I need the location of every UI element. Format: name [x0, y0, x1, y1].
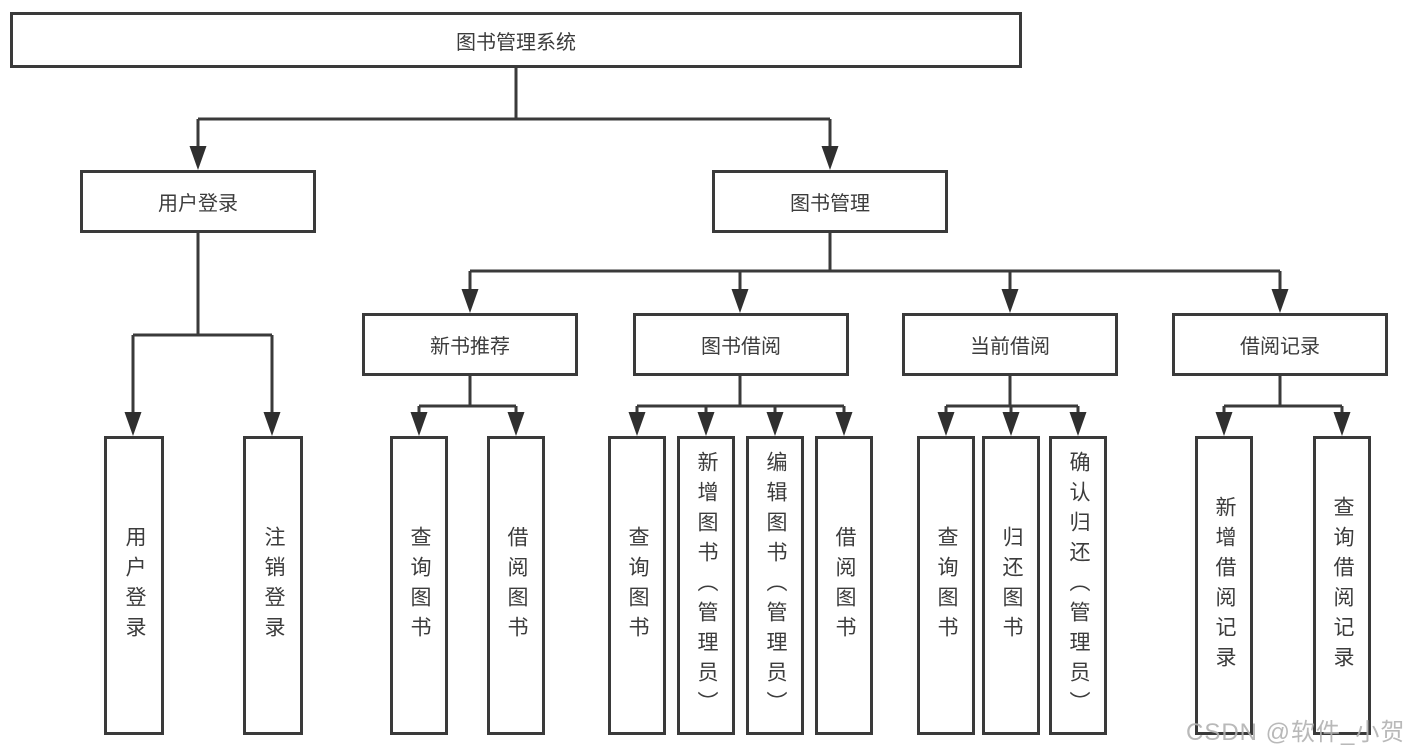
leaf-query-books-current: 查询图书: [917, 436, 975, 735]
leaf-borrow-books-recommend-label: 借阅图书: [505, 525, 529, 646]
leaf-confirm-return-admin-label: 确认归还（管理员）: [1067, 450, 1091, 721]
node-book-borrow: 图书借阅: [633, 313, 849, 376]
node-library-system: 图书管理系统: [10, 12, 1022, 68]
arrowhead-icons: [124, 146, 1351, 436]
leaf-query-books-recommend: 查询图书: [390, 436, 448, 735]
leaf-edit-book-admin: 编辑图书（管理员）: [746, 436, 804, 735]
leaf-logout: 注销登录: [243, 436, 303, 735]
leaf-confirm-return-admin: 确认归还（管理员）: [1049, 436, 1107, 735]
leaf-add-borrow-record: 新增借阅记录: [1195, 436, 1253, 735]
leaf-query-books-borrow: 查询图书: [608, 436, 666, 735]
leaf-edit-book-admin-label: 编辑图书（管理员）: [764, 450, 788, 721]
leaf-add-book-admin: 新增图书（管理员）: [677, 436, 735, 735]
node-book-management: 图书管理: [712, 170, 948, 233]
leaf-query-books-borrow-label: 查询图书: [626, 525, 650, 646]
leaf-return-books: 归还图书: [982, 436, 1040, 735]
watermark-text: CSDN @软件_小贺同学: [1186, 719, 1405, 746]
leaf-query-borrow-record: 查询借阅记录: [1313, 436, 1371, 735]
leaf-add-borrow-record-label: 新增借阅记录: [1213, 495, 1237, 676]
node-user-login: 用户登录: [80, 170, 316, 233]
leaf-return-books-label: 归还图书: [1000, 525, 1024, 646]
leaf-user-login: 用户登录: [104, 436, 164, 735]
leaf-query-books-current-label: 查询图书: [935, 525, 959, 646]
leaf-query-borrow-record-label: 查询借阅记录: [1331, 495, 1355, 676]
leaf-query-books-recommend-label: 查询图书: [408, 525, 432, 646]
leaf-borrow-books-recommend: 借阅图书: [487, 436, 545, 735]
node-new-book-recommend: 新书推荐: [362, 313, 578, 376]
leaf-add-book-admin-label: 新增图书（管理员）: [695, 450, 719, 721]
leaf-logout-label: 注销登录: [262, 525, 286, 646]
node-borrow-records: 借阅记录: [1172, 313, 1388, 376]
node-current-borrow: 当前借阅: [902, 313, 1118, 376]
leaf-borrow-books: 借阅图书: [815, 436, 873, 735]
leaf-user-login-label: 用户登录: [123, 525, 147, 646]
leaf-borrow-books-label: 借阅图书: [833, 525, 857, 646]
